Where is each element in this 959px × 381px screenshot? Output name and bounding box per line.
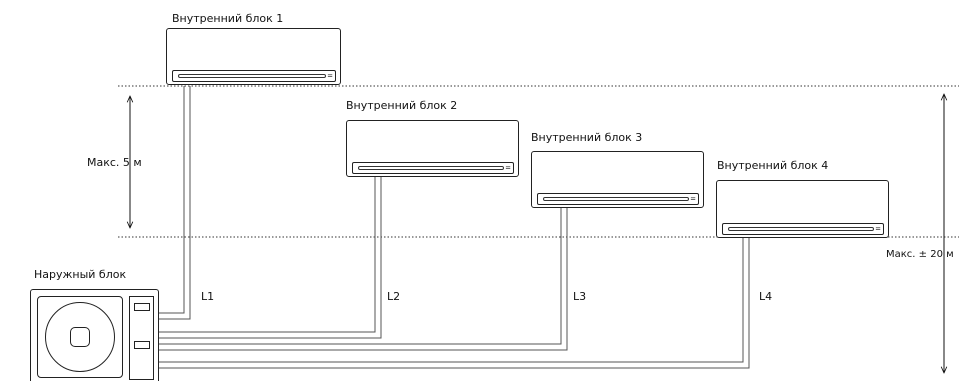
service-valve-panel [129,296,154,380]
pipe-l4 [158,238,750,369]
height-diff-indoor-label: Макс. 5 м [87,156,142,169]
indoor-unit-4: = [716,180,889,238]
indoor-unit-1-vent: = [172,70,336,82]
pipe-label-l1: L1 [201,290,215,303]
pipe-label-l2: L2 [387,290,401,303]
pipe-label-l4: L4 [759,290,773,303]
indoor-unit-3-vent: = [537,193,699,205]
indoor-unit-3-label: Внутренний блок 3 [531,131,643,144]
outdoor-unit-label: Наружный блок [34,268,127,281]
pipe-l1 [158,86,191,320]
indoor-unit-4-label: Внутренний блок 4 [717,159,829,172]
height-diff-outdoor-label: Макс. ± 20 м [886,249,954,260]
indoor-unit-1-label: Внутренний блок 1 [172,12,284,25]
indoor-unit-2-label: Внутренний блок 2 [346,99,458,112]
fan-icon [45,302,115,372]
pipe-l2 [158,176,382,339]
pipe-l3 [158,207,568,351]
indoor-unit-2: = [346,120,519,177]
indoor-unit-4-vent: = [722,223,884,235]
indoor-unit-2-vent: = [352,162,514,174]
outdoor-unit [30,289,159,381]
pipe-label-l3: L3 [573,290,587,303]
indoor-unit-1: = [166,28,341,85]
indoor-unit-3: = [531,151,704,208]
outdoor-unit-fan-grille [37,296,123,378]
